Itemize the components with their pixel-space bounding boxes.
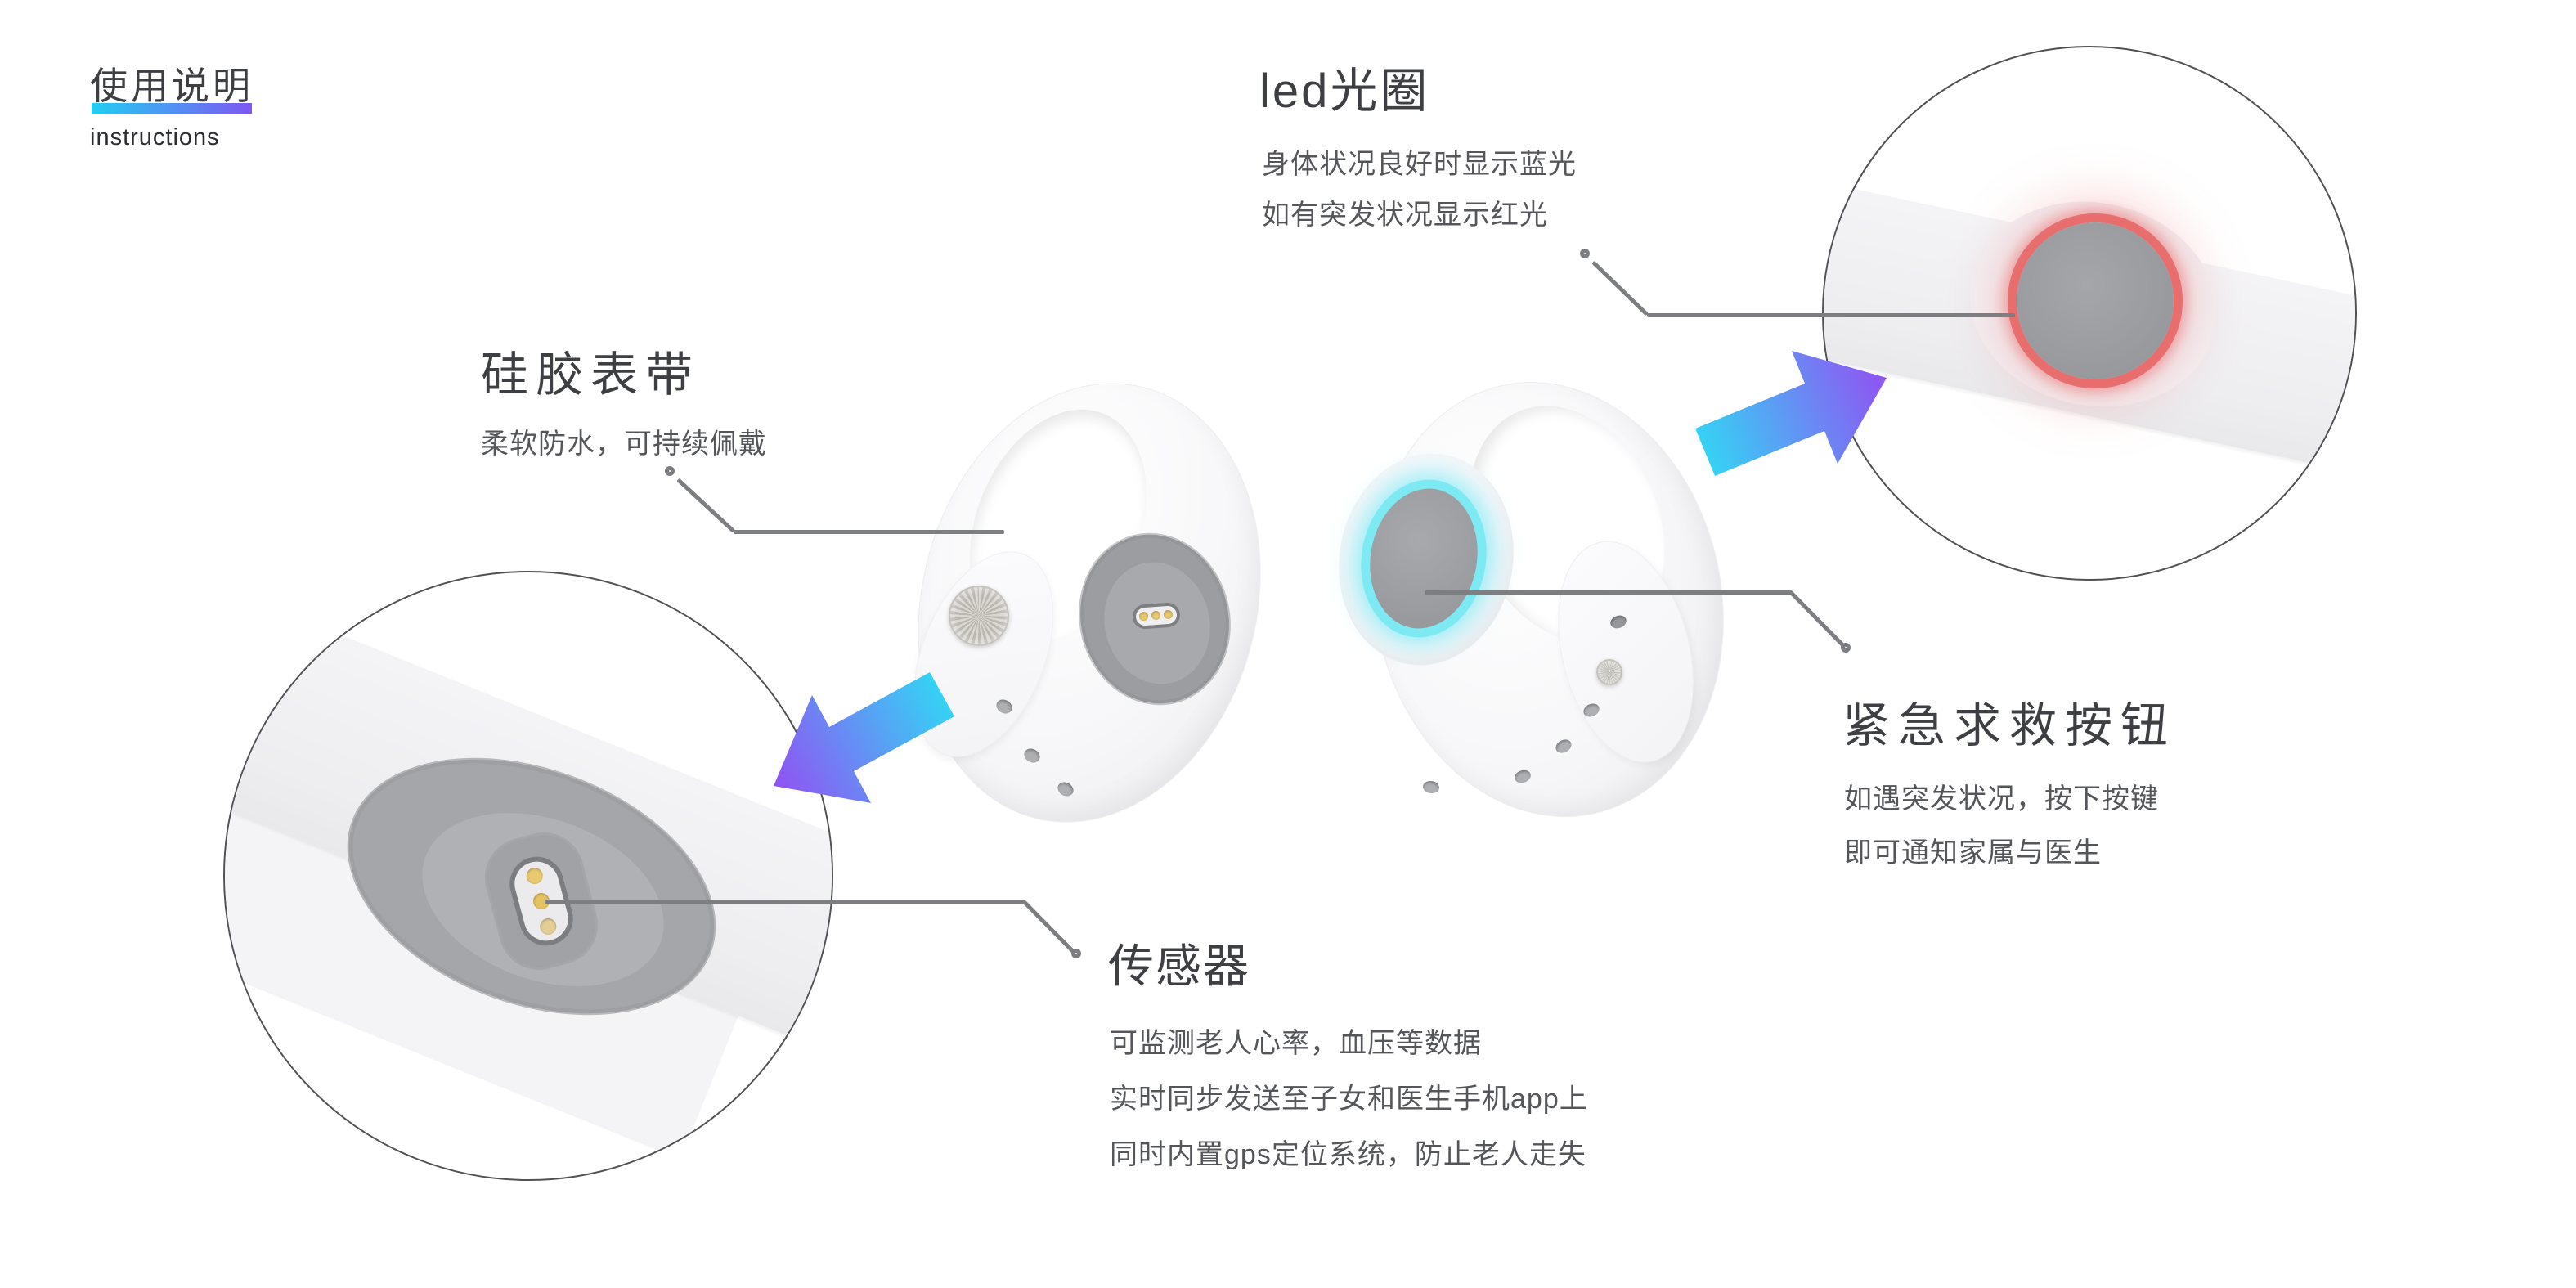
leader-dot (1071, 949, 1081, 958)
annotation-sensor-line: 可监测老人心率，血压等数据 (1110, 1028, 1482, 1059)
annotation-sos-title: 紧急求救按钮 (1842, 699, 2177, 752)
leader-line (1425, 590, 1793, 595)
page-subtitle: instructions (90, 124, 220, 150)
annotation-sensor-title: 传感器 (1108, 940, 1250, 992)
gold-contact (1151, 610, 1161, 621)
led-red-ring (2017, 222, 2174, 379)
leader-line (1022, 900, 1079, 958)
gold-contact (1163, 609, 1174, 620)
detail-circle-sensor (223, 571, 833, 1181)
leader-line (734, 530, 1004, 534)
annotation-led-title: led光圈 (1259, 65, 1430, 118)
annotation-led-desc: 身体状况良好时显示蓝光 如有突发状况显示红光 (1262, 139, 1577, 240)
annotation-sos-line: 即可通知家属与医生 (1844, 837, 2102, 868)
annotation-sensor-line: 同时内置gps定位系统，防止老人走失 (1110, 1139, 1586, 1170)
annotation-sensor-line: 实时同步发送至子女和医生手机app上 (1110, 1084, 1588, 1115)
charging-contacts-pill (1132, 602, 1181, 630)
title-gradient-underline (92, 103, 252, 114)
leader-line (545, 900, 1025, 904)
clasp-button-small (1596, 659, 1622, 685)
leader-line (676, 478, 735, 533)
clasp-button (949, 586, 1009, 646)
page-title: 使用说明 (90, 65, 254, 107)
annotation-sos-desc: 如遇突发状况，按下按键 即可通知家属与医生 (1844, 772, 2159, 880)
annotation-sos-line: 如遇突发状况，按下按键 (1844, 783, 2159, 815)
leader-line (1789, 590, 1850, 653)
annotation-strap-line: 柔软防水，可持续佩戴 (481, 429, 767, 460)
leader-line (1591, 260, 1649, 316)
leader-line (1647, 313, 2015, 317)
annotation-sensor-desc: 可监测老人心率，血压等数据 实时同步发送至子女和医生手机app上 同时内置gps… (1110, 1016, 1588, 1183)
strap-hole (1422, 779, 1440, 795)
gold-contact (538, 916, 559, 937)
annotation-strap-desc: 柔软防水，可持续佩戴 (481, 428, 767, 460)
gold-contact (1138, 611, 1149, 622)
annotation-strap-title: 硅胶表带 (481, 348, 701, 402)
annotation-led-line: 如有突发状况显示红光 (1262, 200, 1548, 231)
leader-dot (1841, 643, 1851, 653)
gold-contact (524, 865, 545, 886)
leader-dot (1580, 249, 1590, 258)
leader-dot (665, 466, 675, 476)
annotation-led-line: 身体状况良好时显示蓝光 (1262, 149, 1577, 180)
